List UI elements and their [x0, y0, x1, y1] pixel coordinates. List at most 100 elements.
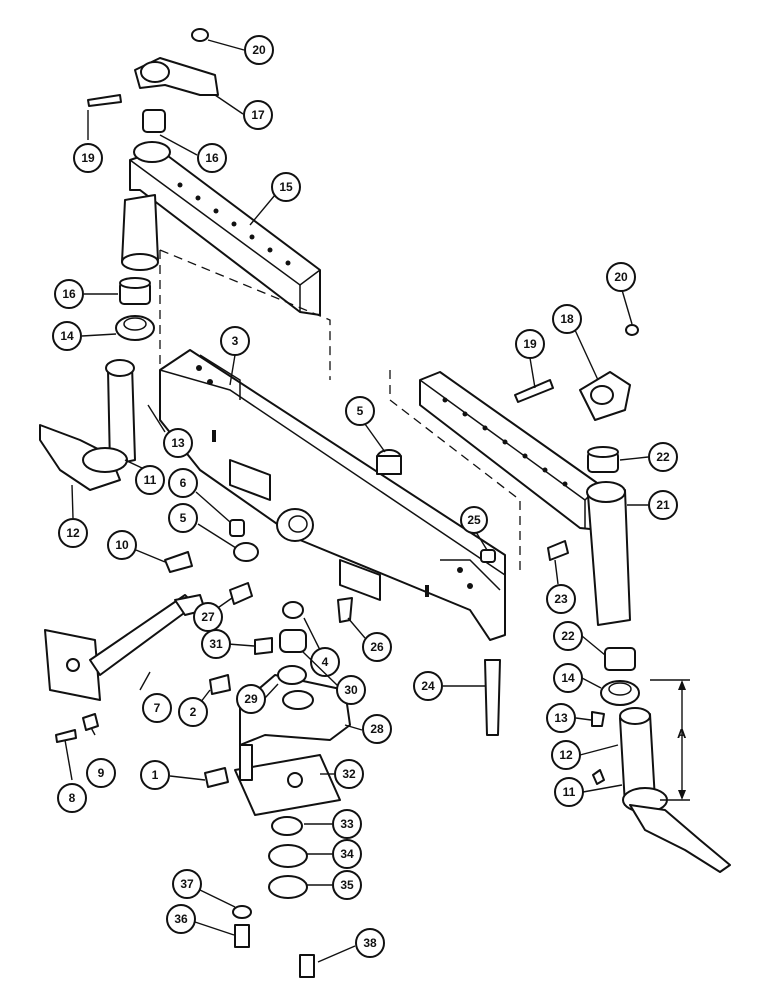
callout: 2 — [178, 697, 208, 727]
callout: 17 — [243, 100, 273, 130]
svg-text:19: 19 — [523, 337, 537, 351]
svg-text:35: 35 — [340, 878, 354, 892]
svg-text:10: 10 — [115, 538, 129, 552]
left-bushings — [115, 277, 155, 341]
svg-text:15: 15 — [279, 180, 293, 194]
svg-text:34: 34 — [340, 847, 354, 861]
callout: 24 — [413, 671, 443, 701]
callout: 23 — [546, 584, 576, 614]
svg-text:20: 20 — [252, 43, 266, 57]
callout: 11 — [554, 777, 584, 807]
callout: 3 — [220, 326, 250, 356]
callout: 32 — [334, 759, 364, 789]
svg-text:17: 17 — [251, 108, 265, 122]
dimension-a-label: A — [677, 726, 687, 741]
callout: 5 — [345, 396, 375, 426]
callouts: 20 17 19 16 15 16 14 3 13 11 12 5 6 5 10… — [52, 35, 678, 963]
callout: 37 — [172, 869, 202, 899]
svg-text:30: 30 — [344, 683, 358, 697]
right-small-parts — [337, 324, 640, 785]
callout: 38 — [355, 928, 385, 958]
svg-text:8: 8 — [69, 791, 76, 805]
callout: 4 — [310, 647, 340, 677]
svg-text:13: 13 — [171, 436, 185, 450]
svg-text:32: 32 — [342, 767, 356, 781]
svg-text:11: 11 — [563, 785, 576, 799]
callout: 15 — [271, 172, 301, 202]
axle-beam — [159, 349, 506, 641]
svg-text:7: 7 — [154, 701, 161, 715]
callout: 18 — [552, 304, 582, 334]
callout: 13 — [163, 428, 193, 458]
svg-text:29: 29 — [244, 692, 258, 706]
svg-text:3: 3 — [232, 334, 239, 348]
callout: 22 — [648, 442, 678, 472]
callout: 19 — [515, 329, 545, 359]
svg-text:16: 16 — [62, 287, 76, 301]
callout: 20 — [606, 262, 636, 292]
svg-text:22: 22 — [561, 629, 575, 643]
callout: 11 — [135, 465, 165, 495]
callout: 28 — [362, 714, 392, 744]
left-steering-spindle — [39, 359, 136, 491]
callout: 1 — [140, 760, 170, 790]
svg-text:33: 33 — [340, 817, 354, 831]
svg-text:28: 28 — [370, 722, 384, 736]
callout: 16 — [197, 143, 227, 173]
callout: 27 — [193, 602, 223, 632]
callout: 12 — [58, 518, 88, 548]
callout: 21 — [648, 490, 678, 520]
svg-text:2: 2 — [190, 705, 197, 719]
callout: 25 — [460, 506, 488, 534]
callout: 30 — [336, 675, 366, 705]
callout: 33 — [332, 809, 362, 839]
svg-text:16: 16 — [205, 151, 219, 165]
callout: 20 — [244, 35, 274, 65]
callout: 36 — [166, 904, 196, 934]
callout: 35 — [332, 870, 362, 900]
left-extension-arm — [121, 141, 321, 316]
svg-text:19: 19 — [81, 151, 95, 165]
alignment-lines — [159, 249, 521, 570]
svg-text:6: 6 — [180, 476, 187, 490]
callout: 5 — [168, 503, 198, 533]
svg-text:1: 1 — [152, 768, 159, 782]
callout: 29 — [236, 684, 266, 714]
svg-text:13: 13 — [554, 711, 568, 725]
svg-text:9: 9 — [98, 766, 105, 780]
pivot-small-parts — [164, 519, 307, 695]
svg-text:12: 12 — [66, 526, 80, 540]
svg-text:26: 26 — [370, 640, 384, 654]
callout: 26 — [362, 632, 392, 662]
dimension-a: A — [650, 679, 690, 801]
svg-text:27: 27 — [201, 610, 215, 624]
callout: 9 — [86, 758, 116, 788]
callout: 16 — [54, 279, 84, 309]
svg-text:12: 12 — [559, 748, 573, 762]
callout: 7 — [142, 693, 172, 723]
svg-text:22: 22 — [656, 450, 670, 464]
svg-text:38: 38 — [363, 936, 377, 950]
callout: 6 — [168, 468, 198, 498]
tie-rod — [44, 594, 206, 701]
svg-text:4: 4 — [322, 655, 329, 669]
callout: 34 — [332, 839, 362, 869]
callout: 13 — [546, 703, 576, 733]
pivot-bracket — [232, 674, 351, 978]
svg-text:14: 14 — [60, 329, 74, 343]
svg-text:21: 21 — [656, 498, 670, 512]
svg-text:5: 5 — [357, 404, 364, 418]
svg-text:25: 25 — [467, 513, 481, 527]
callout: 10 — [107, 530, 137, 560]
svg-text:5: 5 — [180, 511, 187, 525]
callout: 19 — [73, 143, 103, 173]
svg-text:14: 14 — [561, 671, 575, 685]
svg-text:36: 36 — [174, 912, 188, 926]
top-left-clamp — [87, 28, 219, 133]
svg-text:37: 37 — [180, 877, 194, 891]
callout: 8 — [57, 783, 87, 813]
svg-text:24: 24 — [421, 679, 435, 693]
right-extension-arm — [419, 371, 631, 626]
svg-text:18: 18 — [560, 312, 574, 326]
